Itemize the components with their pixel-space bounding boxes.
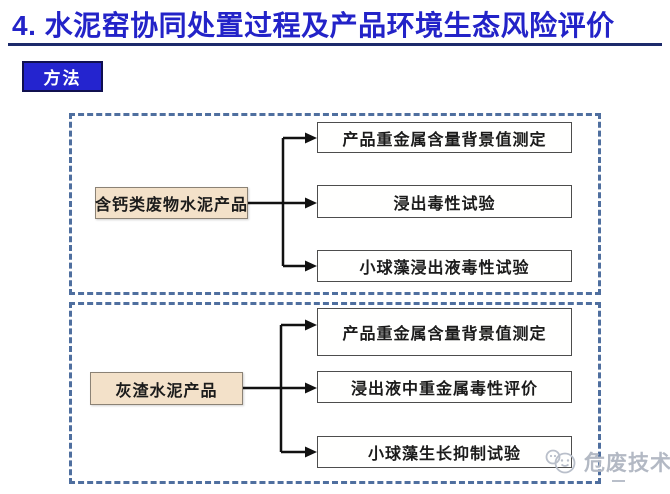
target-box-leachate-heavy-metal-toxicity-eval: 浸出液中重金属毒性评价 — [317, 371, 572, 403]
flow-arrows — [243, 319, 317, 458]
flow-arrows — [248, 132, 317, 272]
arrow-heads — [305, 319, 317, 458]
source-box-ash-residue-cement: 灰渣水泥产品 — [90, 372, 243, 405]
arrow-connector-lines — [243, 323, 307, 454]
target-box-chlorella-leachate-toxicity-test: 小球藻浸出液毒性试验 — [317, 250, 572, 282]
target-box-heavy-metal-background-1: 产品重金属含量背景值测定 — [317, 122, 572, 153]
page-title: 4. 水泥窑协同处置过程及产品环境生态风险评价 — [12, 10, 615, 41]
method-badge: 方法 — [22, 61, 103, 92]
target-box-chlorella-growth-inhibition-test: 小球藻生长抑制试验 — [317, 436, 572, 468]
flowchart-panel-ash-cement: 灰渣水泥产品 产品重金属含量背景值测定 浸出液中重金属毒性评价 小球藻生长抑制试… — [69, 302, 601, 484]
target-box-leaching-toxicity-test: 浸出毒性试验 — [317, 185, 572, 218]
source-box-calcium-waste-cement: 含钙类废物水泥产品 — [95, 187, 248, 219]
target-box-heavy-metal-background-2: 产品重金属含量背景值测定 — [317, 308, 572, 356]
watermark-text: 危废技术 — [584, 452, 670, 475]
watermark-underline — [612, 480, 625, 482]
arrow-connector-lines — [248, 136, 307, 268]
chat-bubble-face-icon — [545, 449, 576, 474]
dashed-panel-border — [69, 302, 601, 484]
dashed-panel-border — [69, 113, 601, 295]
title-underline — [8, 43, 662, 46]
flowchart-panel-calcium-waste: 含钙类废物水泥产品 产品重金属含量背景值测定 浸出毒性试验 小球藻浸出液毒性试验 — [69, 113, 601, 295]
arrow-heads — [305, 132, 317, 272]
watermark: 危废技术 — [542, 447, 670, 482]
